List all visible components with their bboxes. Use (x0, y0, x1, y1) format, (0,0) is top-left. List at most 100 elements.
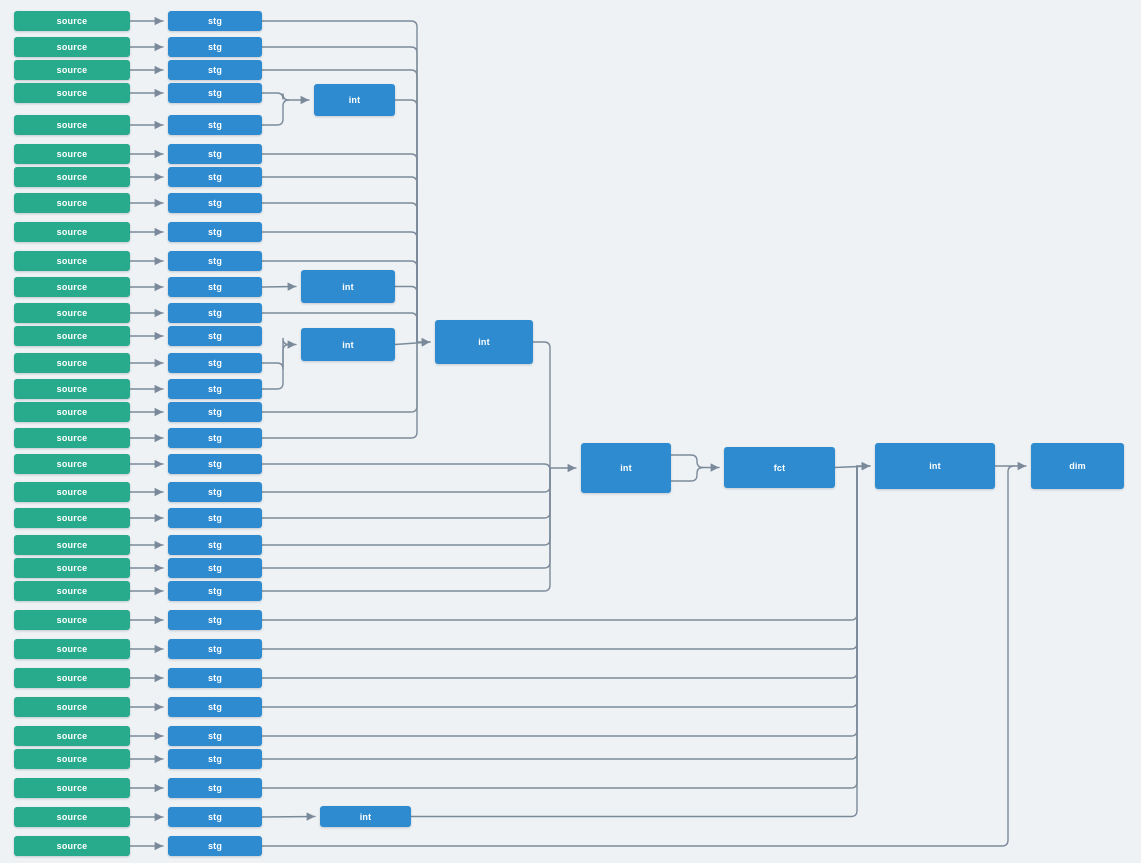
node-label: source (56, 540, 88, 550)
node-stg27[interactable]: stg (168, 697, 262, 717)
node-label: stg (207, 731, 223, 741)
node-source6[interactable]: source (14, 144, 130, 164)
node-int6[interactable]: int (875, 443, 995, 489)
node-label: source (56, 331, 88, 341)
node-stg16[interactable]: stg (168, 402, 262, 422)
node-label: int (929, 461, 941, 471)
edge (410, 465, 858, 818)
edge (394, 338, 431, 347)
node-source12[interactable]: source (14, 303, 130, 323)
node-source5[interactable]: source (14, 115, 130, 135)
node-stg23[interactable]: stg (168, 581, 262, 601)
node-source32[interactable]: source (14, 836, 130, 856)
node-source9[interactable]: source (14, 222, 130, 242)
node-source31[interactable]: source (14, 807, 130, 827)
node-label: source (56, 407, 88, 417)
node-stg22[interactable]: stg (168, 558, 262, 578)
node-label: fct (773, 462, 786, 473)
node-stg14[interactable]: stg (168, 353, 262, 373)
node-stg6[interactable]: stg (168, 144, 262, 164)
node-stg21[interactable]: stg (168, 535, 262, 555)
node-int7[interactable]: int (320, 806, 411, 827)
node-stg12[interactable]: stg (168, 303, 262, 323)
node-stg28[interactable]: stg (168, 726, 262, 746)
node-stg20[interactable]: stg (168, 508, 262, 528)
node-source26[interactable]: source (14, 668, 130, 688)
node-stg30[interactable]: stg (168, 778, 262, 798)
node-source15[interactable]: source (14, 379, 130, 399)
node-stg13[interactable]: stg (168, 326, 262, 346)
node-source29[interactable]: source (14, 749, 130, 769)
edge (261, 465, 858, 737)
node-source23[interactable]: source (14, 581, 130, 601)
edge (261, 465, 858, 621)
node-stg31[interactable]: stg (168, 807, 262, 827)
node-stg32[interactable]: stg (168, 836, 262, 856)
edge (261, 465, 1015, 847)
node-stg15[interactable]: stg (168, 379, 262, 399)
node-source17[interactable]: source (14, 428, 130, 448)
node-int2[interactable]: int (301, 270, 395, 303)
node-stg5[interactable]: stg (168, 115, 262, 135)
node-fct1[interactable]: fct (724, 447, 835, 488)
node-stg26[interactable]: stg (168, 668, 262, 688)
node-source18[interactable]: source (14, 454, 130, 474)
node-label: stg (207, 65, 223, 75)
edge (261, 465, 858, 708)
node-source1[interactable]: source (14, 11, 130, 31)
node-label: stg (207, 673, 223, 683)
node-source11[interactable]: source (14, 277, 130, 297)
node-stg24[interactable]: stg (168, 610, 262, 630)
node-source30[interactable]: source (14, 778, 130, 798)
node-label: stg (207, 407, 223, 417)
node-source14[interactable]: source (14, 353, 130, 373)
node-stg11[interactable]: stg (168, 277, 262, 297)
node-source2[interactable]: source (14, 37, 130, 57)
node-source4[interactable]: source (14, 83, 130, 103)
node-source27[interactable]: source (14, 697, 130, 717)
node-stg8[interactable]: stg (168, 193, 262, 213)
node-label: source (56, 673, 88, 683)
node-source13[interactable]: source (14, 326, 130, 346)
node-stg25[interactable]: stg (168, 639, 262, 659)
node-stg4[interactable]: stg (168, 83, 262, 103)
node-source7[interactable]: source (14, 167, 130, 187)
node-source19[interactable]: source (14, 482, 130, 502)
node-stg18[interactable]: stg (168, 454, 262, 474)
node-int5[interactable]: int (581, 443, 671, 493)
node-label: stg (207, 702, 223, 712)
node-source28[interactable]: source (14, 726, 130, 746)
node-int1[interactable]: int (314, 84, 395, 116)
node-dim1[interactable]: dim (1031, 443, 1124, 489)
node-source8[interactable]: source (14, 193, 130, 213)
node-source25[interactable]: source (14, 639, 130, 659)
node-stg29[interactable]: stg (168, 749, 262, 769)
node-label: stg (207, 487, 223, 497)
node-label: stg (207, 16, 223, 26)
node-label: stg (207, 384, 223, 394)
node-label: source (56, 358, 88, 368)
node-stg1[interactable]: stg (168, 11, 262, 31)
node-source21[interactable]: source (14, 535, 130, 555)
node-stg17[interactable]: stg (168, 428, 262, 448)
edge (834, 462, 871, 471)
node-source22[interactable]: source (14, 558, 130, 578)
node-label: source (56, 88, 88, 98)
node-source3[interactable]: source (14, 60, 130, 80)
node-source10[interactable]: source (14, 251, 130, 271)
node-source16[interactable]: source (14, 402, 130, 422)
node-int4[interactable]: int (435, 320, 533, 364)
node-stg19[interactable]: stg (168, 482, 262, 502)
node-stg2[interactable]: stg (168, 37, 262, 57)
node-stg9[interactable]: stg (168, 222, 262, 242)
node-stg3[interactable]: stg (168, 60, 262, 80)
node-stg7[interactable]: stg (168, 167, 262, 187)
node-label: source (56, 644, 88, 654)
node-int3[interactable]: int (301, 328, 395, 361)
node-stg10[interactable]: stg (168, 251, 262, 271)
node-source20[interactable]: source (14, 508, 130, 528)
node-source24[interactable]: source (14, 610, 130, 630)
edge (670, 466, 704, 482)
edge (261, 465, 858, 650)
